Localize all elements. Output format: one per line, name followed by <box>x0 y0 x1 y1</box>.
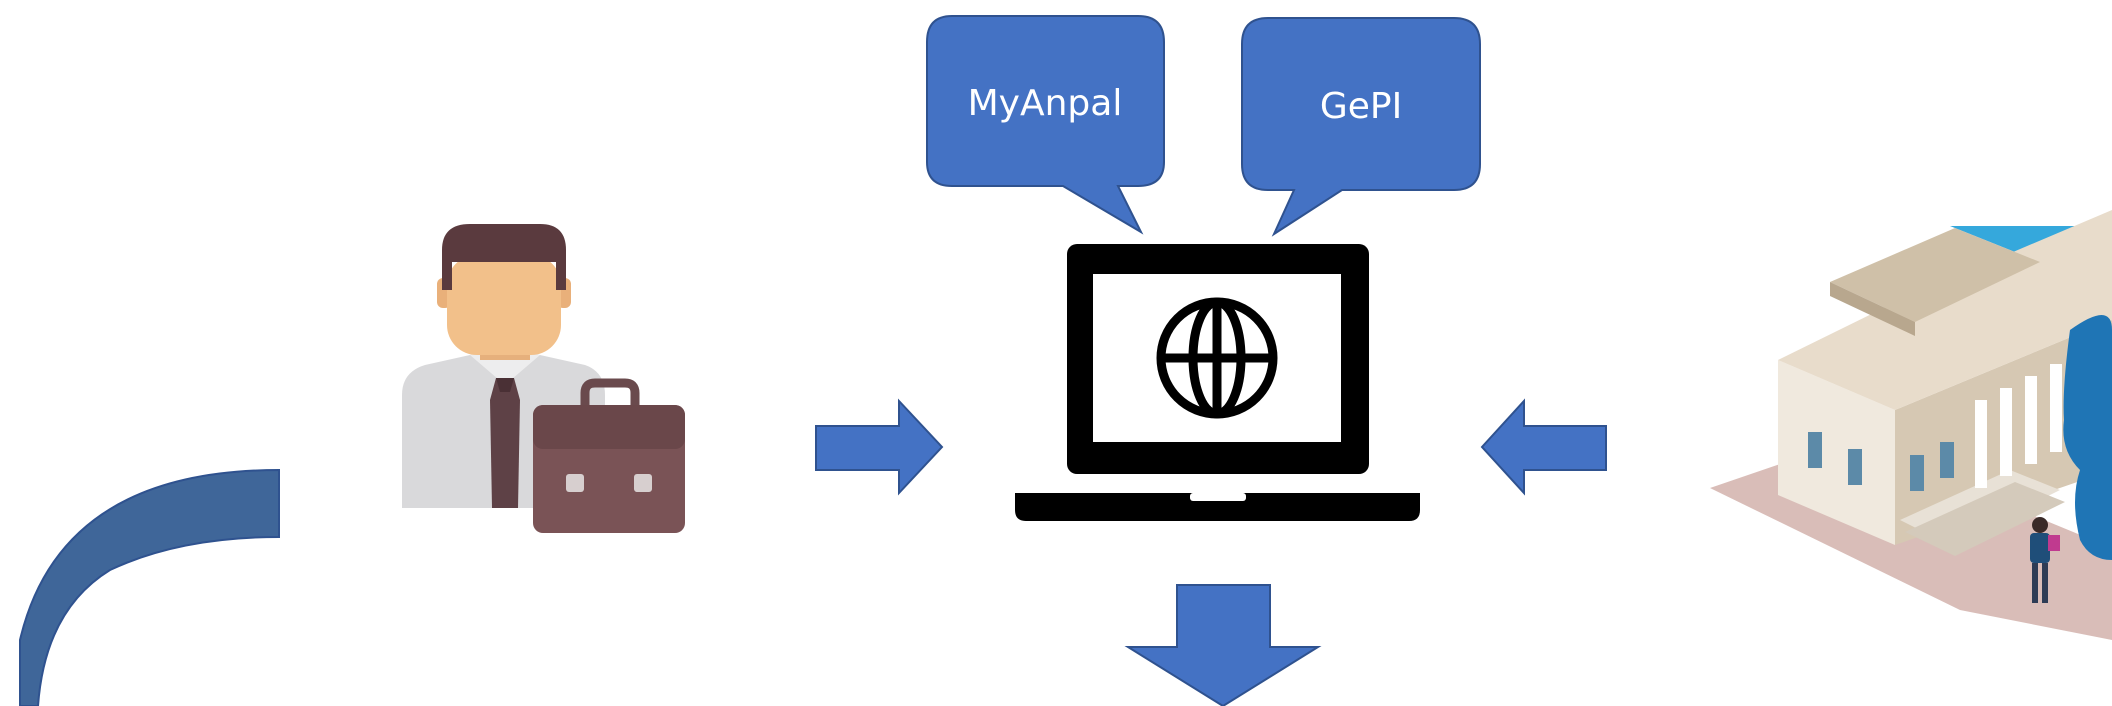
callout-gepi-label: GePI <box>1320 86 1402 127</box>
arrow-down-icon <box>1124 584 1322 706</box>
curved-arrow-icon <box>19 468 280 706</box>
government-building-icon <box>1710 210 2112 640</box>
callout-myanpal-label: MyAnpal <box>968 83 1123 124</box>
arrow-right-icon <box>815 398 944 496</box>
globe-icon <box>1156 297 1278 419</box>
callout-myanpal: MyAnpal <box>926 15 1165 235</box>
laptop-with-globe-icon <box>1015 244 1420 521</box>
businessman-with-briefcase-icon <box>402 224 685 533</box>
arrow-left-icon <box>1480 398 1607 496</box>
callout-gepi: GePI <box>1241 17 1481 237</box>
